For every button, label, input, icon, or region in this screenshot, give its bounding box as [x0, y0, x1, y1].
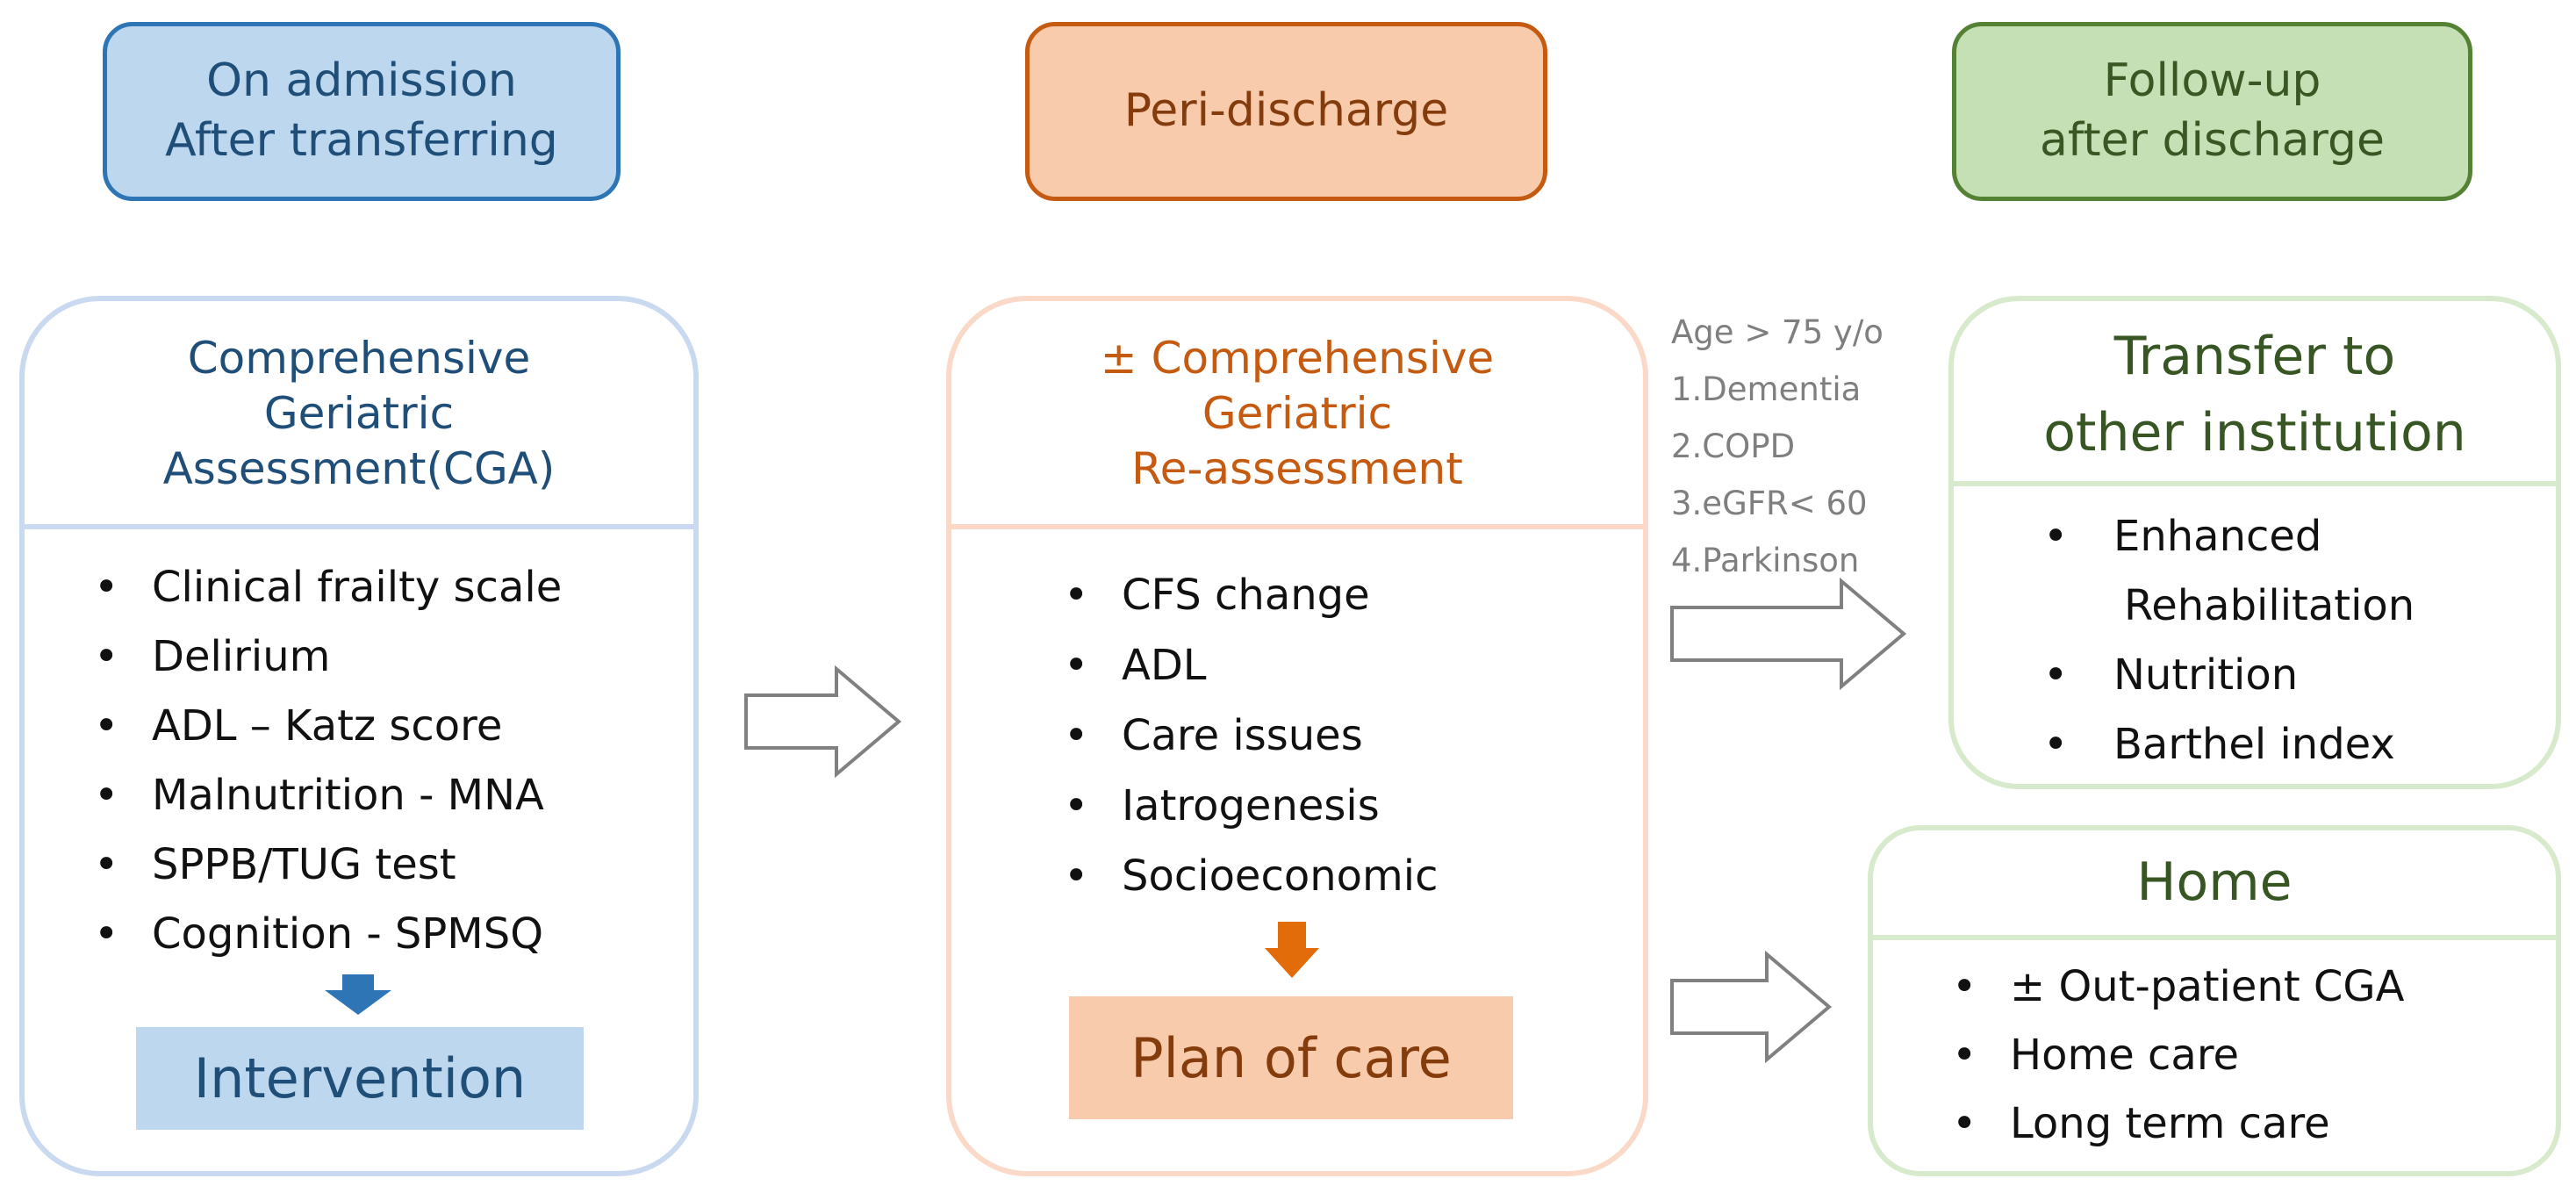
list-item: Delirium [83, 622, 680, 692]
list-item: Iatrogenesis [1053, 771, 1615, 841]
phase-peri-discharge-box: Peri-discharge [1025, 22, 1547, 201]
list-item: Cognition - SPMSQ [83, 900, 680, 969]
list-item: •Nutrition [2043, 650, 2299, 700]
transfer-item-label: Enhanced [2113, 512, 2322, 561]
cga-title: Comprehensive Geriatric Assessment(CGA) [25, 309, 693, 518]
reassessment-item-list: CFS change ADL Care issues Iatrogenesis … [1053, 560, 1615, 911]
criteria-list: Age > 75 y/o 1.Dementia 2.COPD 3.eGFR< 6… [1671, 304, 1884, 589]
criteria-line: 2.COPD [1671, 428, 1796, 465]
criteria-line: Age > 75 y/o [1671, 313, 1884, 351]
transfer-item-list: •Enhanced Rehabilitation •Nutrition •Bar… [2033, 502, 2542, 780]
reassessment-divider [951, 524, 1643, 529]
cga-divider [25, 524, 693, 529]
transfer-item-label: Nutrition [2113, 650, 2299, 700]
home-title: Home [1873, 834, 2556, 931]
list-item: Socioeconomic [1053, 841, 1615, 911]
transfer-title-line: other institution [2043, 401, 2466, 463]
intervention-label: Intervention [193, 1046, 527, 1110]
list-item: ± Out-patient CGA [1941, 952, 2538, 1021]
list-item: •Barthel index [2043, 720, 2395, 769]
home-divider [1873, 935, 2556, 940]
list-item: ADL [1053, 630, 1615, 701]
list-item: Clinical frailty scale [83, 553, 680, 622]
criteria-line: 4.Parkinson [1671, 542, 1860, 579]
right-arrow-icon [1670, 950, 1833, 1064]
transfer-panel [1948, 296, 2561, 789]
intervention-box: Intervention [136, 1027, 584, 1130]
list-item: CFS change [1053, 560, 1615, 630]
reassessment-title-line: Re-assessment [1131, 442, 1463, 494]
cga-item-list: Clinical frailty scale Delirium ADL – Ka… [83, 553, 680, 969]
reassessment-title-line: Geriatric [1202, 387, 1393, 439]
reassessment-title-line: ± Comprehensive [1100, 332, 1495, 384]
list-item: Rehabilitation [2033, 571, 2542, 641]
plan-of-care-label: Plan of care [1130, 1025, 1452, 1090]
criteria-line: 3.eGFR< 60 [1671, 485, 1868, 522]
transfer-divider [1954, 481, 2556, 486]
down-arrow-icon [1265, 922, 1319, 978]
phase-follow-up-line2: after discharge [2040, 114, 2385, 167]
cga-title-line: Assessment(CGA) [162, 442, 556, 494]
phase-follow-up-box: Follow-up after discharge [1952, 22, 2472, 201]
transfer-title-line: Transfer to [2113, 325, 2396, 387]
list-item: •Enhanced [2043, 512, 2322, 561]
home-title-label: Home [2136, 851, 2293, 913]
phase-follow-up-line1: Follow-up [2103, 54, 2321, 108]
list-item: Care issues [1053, 701, 1615, 771]
cga-title-line: Geriatric [263, 387, 455, 439]
home-item-list: ± Out-patient CGA Home care Long term ca… [1941, 952, 2538, 1158]
phase-admission-line1: On admission [206, 54, 517, 108]
list-item: ADL – Katz score [83, 692, 680, 761]
list-item: SPPB/TUG test [83, 830, 680, 900]
list-item: Malnutrition - MNA [83, 761, 680, 830]
phase-peri-discharge-label: Peri-discharge [1123, 84, 1449, 138]
transfer-item-label: Barthel index [2113, 720, 2395, 769]
criteria-line: 1.Dementia [1671, 370, 1862, 408]
list-item: Long term care [1941, 1089, 2538, 1158]
phase-admission-line2: After transferring [165, 114, 558, 167]
phase-admission-box: On admission After transferring [103, 22, 621, 201]
right-arrow-icon [1670, 577, 1907, 691]
transfer-item-label: Rehabilitation [2124, 581, 2415, 630]
list-item: Home care [1941, 1021, 2538, 1089]
cga-title-line: Comprehensive [187, 332, 531, 384]
down-arrow-icon [325, 974, 391, 1015]
transfer-title: Transfer to other institution [1954, 309, 2556, 480]
plan-of-care-box: Plan of care [1069, 996, 1513, 1119]
right-arrow-icon [744, 665, 902, 779]
reassessment-title: ± Comprehensive Geriatric Re-assessment [951, 309, 1643, 518]
